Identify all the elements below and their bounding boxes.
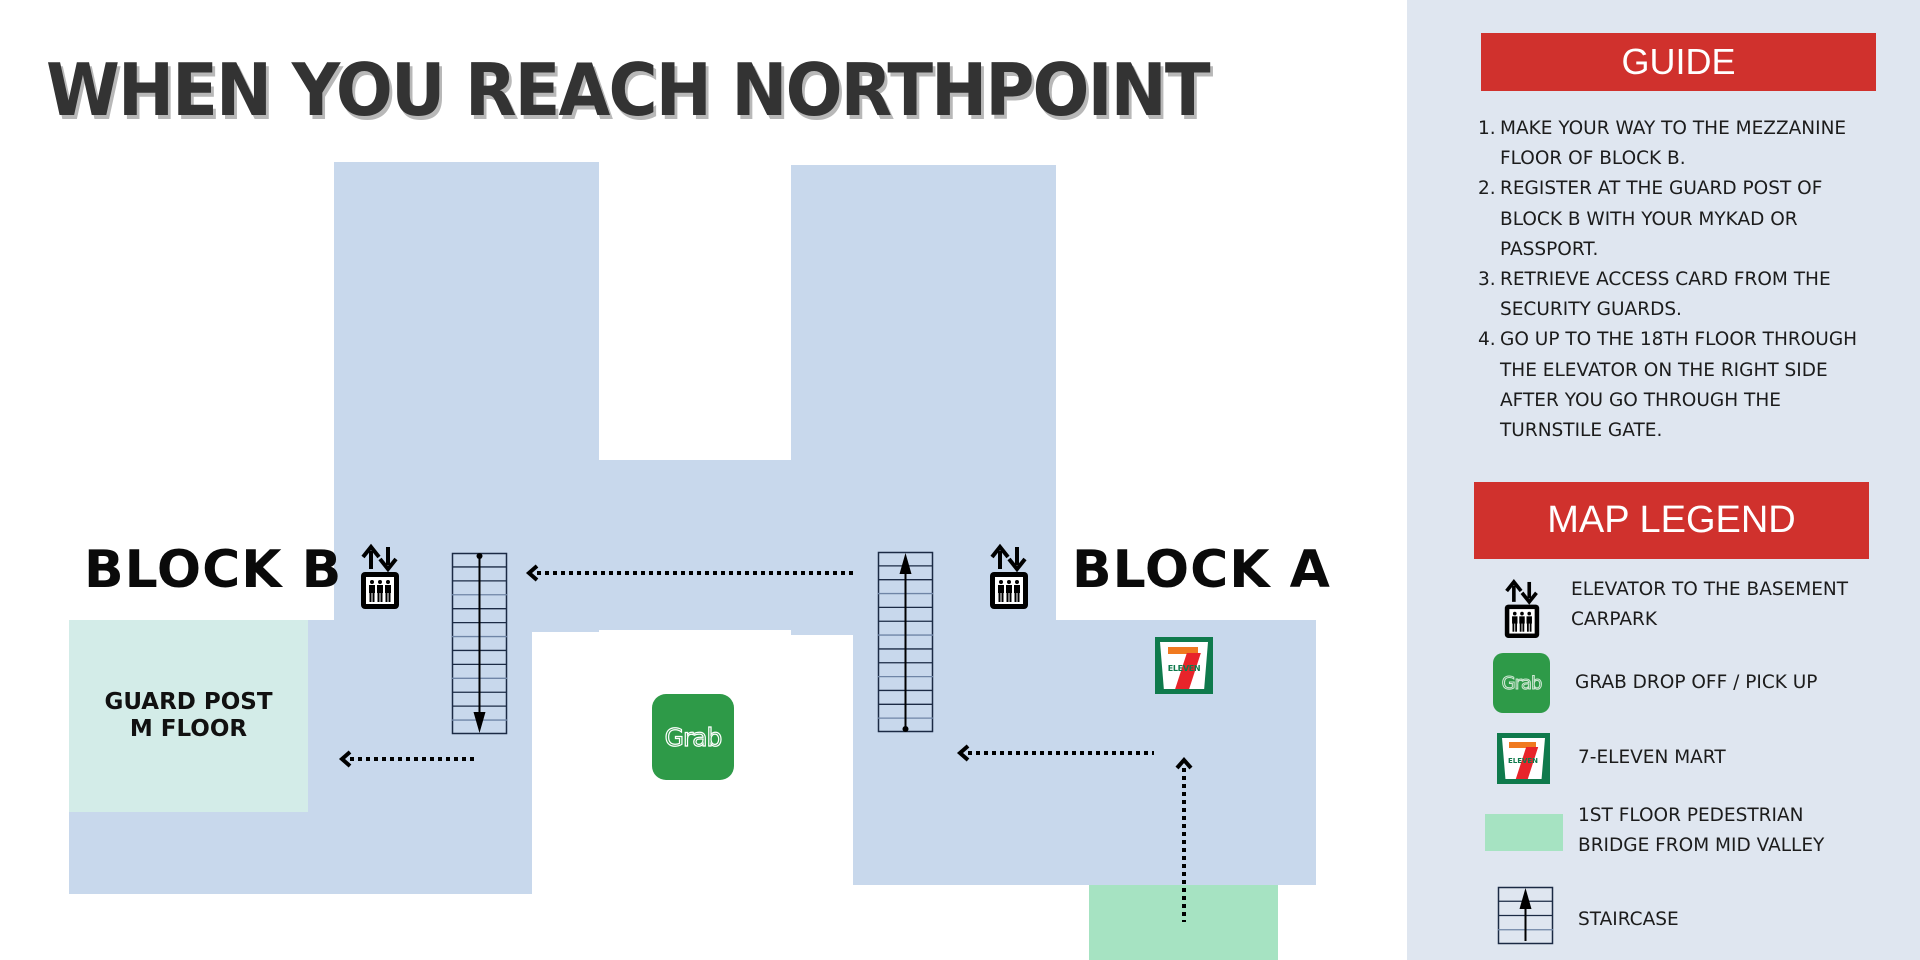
staircase-start-dot [902, 726, 909, 732]
guide-step-number: 3. [1478, 269, 1496, 291]
guide-step-number: 2. [1478, 178, 1496, 200]
grab-logo-icon[interactable]: Grab [652, 694, 734, 780]
page-title: WHEN YOU REACH NORTHPOINT [46, 48, 1211, 132]
guide-step: 3.RETRIEVE ACCESS CARD FROM THE SECURITY … [1478, 265, 1888, 325]
guide-step-line: SECURITY GUARDS. [1500, 299, 1682, 321]
staircase-arrowhead [473, 712, 486, 733]
staircase-arrowhead [1519, 888, 1532, 909]
guide-step-line: PASSPORT. [1500, 238, 1599, 260]
guide-step-line: AFTER YOU GO THROUGH THE [1500, 389, 1781, 411]
map-legend-heading-text: MAP LEGEND [1547, 499, 1796, 541]
guide-steps-list: 1.MAKE YOUR WAY TO THE MEZZANINE FLOOR OF… [1478, 114, 1888, 446]
elevator-icon [1504, 579, 1540, 639]
sidebar-panel [1407, 0, 1920, 960]
seven-eleven-text: ELEVEN [1507, 757, 1539, 765]
seven-eleven-text: ELEVEN [1167, 664, 1201, 673]
route-arrow-corridor [525, 564, 853, 582]
guide-step: 4.GO UP TO THE 18TH FLOOR THROUGH THE ELE… [1478, 325, 1888, 446]
elevator-icon[interactable] [359, 543, 401, 611]
legend-label: 7-ELEVEN MART [1578, 747, 1726, 768]
staircase-icon [1497, 886, 1554, 945]
grab-logo-text: Grab [664, 722, 723, 752]
block-a-lower-area [853, 620, 1316, 885]
guide-heading: GUIDE [1481, 33, 1876, 91]
guide-step-line: TURNSTILE GATE. [1500, 420, 1663, 442]
grab-logo-text: Grab [1501, 672, 1543, 694]
guide-step-line: FLOOR OF BLOCK B. [1500, 148, 1686, 170]
elevator-arrows [990, 543, 1027, 573]
legend-label: STAIRCASE [1578, 909, 1679, 930]
staircase-icon[interactable] [877, 551, 934, 733]
guide-step-line: REGISTER AT THE GUARD POST OF [1500, 178, 1823, 200]
legend-label: GRAB DROP OFF / PICK UP [1575, 672, 1818, 693]
legend-label: 1ST FLOOR PEDESTRIAN [1578, 805, 1804, 826]
guide-step: 2.REGISTER AT THE GUARD POST OF BLOCK B W… [1478, 174, 1888, 265]
guide-step-line: BLOCK B WITH YOUR MYKAD OR [1500, 208, 1798, 230]
guide-step-line: RETRIEVE ACCESS CARD FROM THE [1500, 269, 1831, 291]
legend-label: CARPARK [1571, 609, 1658, 630]
staircase-start-dot [476, 553, 483, 559]
route-arrow-to-staircase-a [956, 744, 1154, 762]
elevator-arrows [361, 543, 398, 573]
map-legend-heading: MAP LEGEND [1474, 482, 1869, 559]
route-arrow-to-guard-post [338, 750, 478, 768]
staircase-icon[interactable] [451, 552, 508, 735]
guide-step-line: THE ELEVATOR ON THE RIGHT SIDE [1500, 359, 1828, 381]
guide-step-text: RETRIEVE ACCESS CARD FROM THE SECURITY GU… [1500, 265, 1831, 325]
guide-step-line: GO UP TO THE 18TH FLOOR THROUGH [1500, 329, 1858, 351]
guide-step-text: MAKE YOUR WAY TO THE MEZZANINE FLOOR OF B… [1500, 114, 1846, 174]
block-a-label: BLOCK A [1072, 540, 1331, 600]
route-arrow-from-bridge [1175, 756, 1193, 922]
pedestrian-bridge-swatch [1485, 814, 1563, 851]
guide-step-number: 1. [1478, 118, 1496, 139]
seven-eleven-logo-icon[interactable]: ELEVEN [1155, 637, 1213, 694]
seven-eleven-logo-icon: ELEVEN [1497, 733, 1550, 784]
guide-step-text: REGISTER AT THE GUARD POST OF BLOCK B WIT… [1500, 174, 1822, 265]
legend-label: BRIDGE FROM MID VALLEY [1578, 835, 1825, 856]
guard-post-floor-label: M FLOOR [129, 716, 248, 742]
connecting-corridor-area [334, 460, 1056, 630]
staircase-arrowhead [899, 553, 912, 574]
block-b-label: BLOCK B [84, 540, 343, 600]
grab-logo-icon: Grab [1493, 653, 1550, 713]
elevator-icon[interactable] [988, 543, 1030, 611]
guide-heading-text: GUIDE [1621, 41, 1736, 82]
guide-step-line: MAKE YOUR WAY TO THE MEZZANINE [1500, 118, 1847, 139]
guard-post-label: GUARD POST [104, 689, 273, 715]
guide-step-number: 4. [1478, 329, 1496, 351]
guide-step: 1.MAKE YOUR WAY TO THE MEZZANINE FLOOR OF… [1478, 114, 1888, 174]
guide-step-text: GO UP TO THE 18TH FLOOR THROUGH THE ELEVA… [1500, 325, 1857, 446]
legend-label: ELEVATOR TO THE BASEMENT [1571, 579, 1849, 600]
guard-post-area[interactable]: GUARD POST M FLOOR [69, 620, 308, 812]
